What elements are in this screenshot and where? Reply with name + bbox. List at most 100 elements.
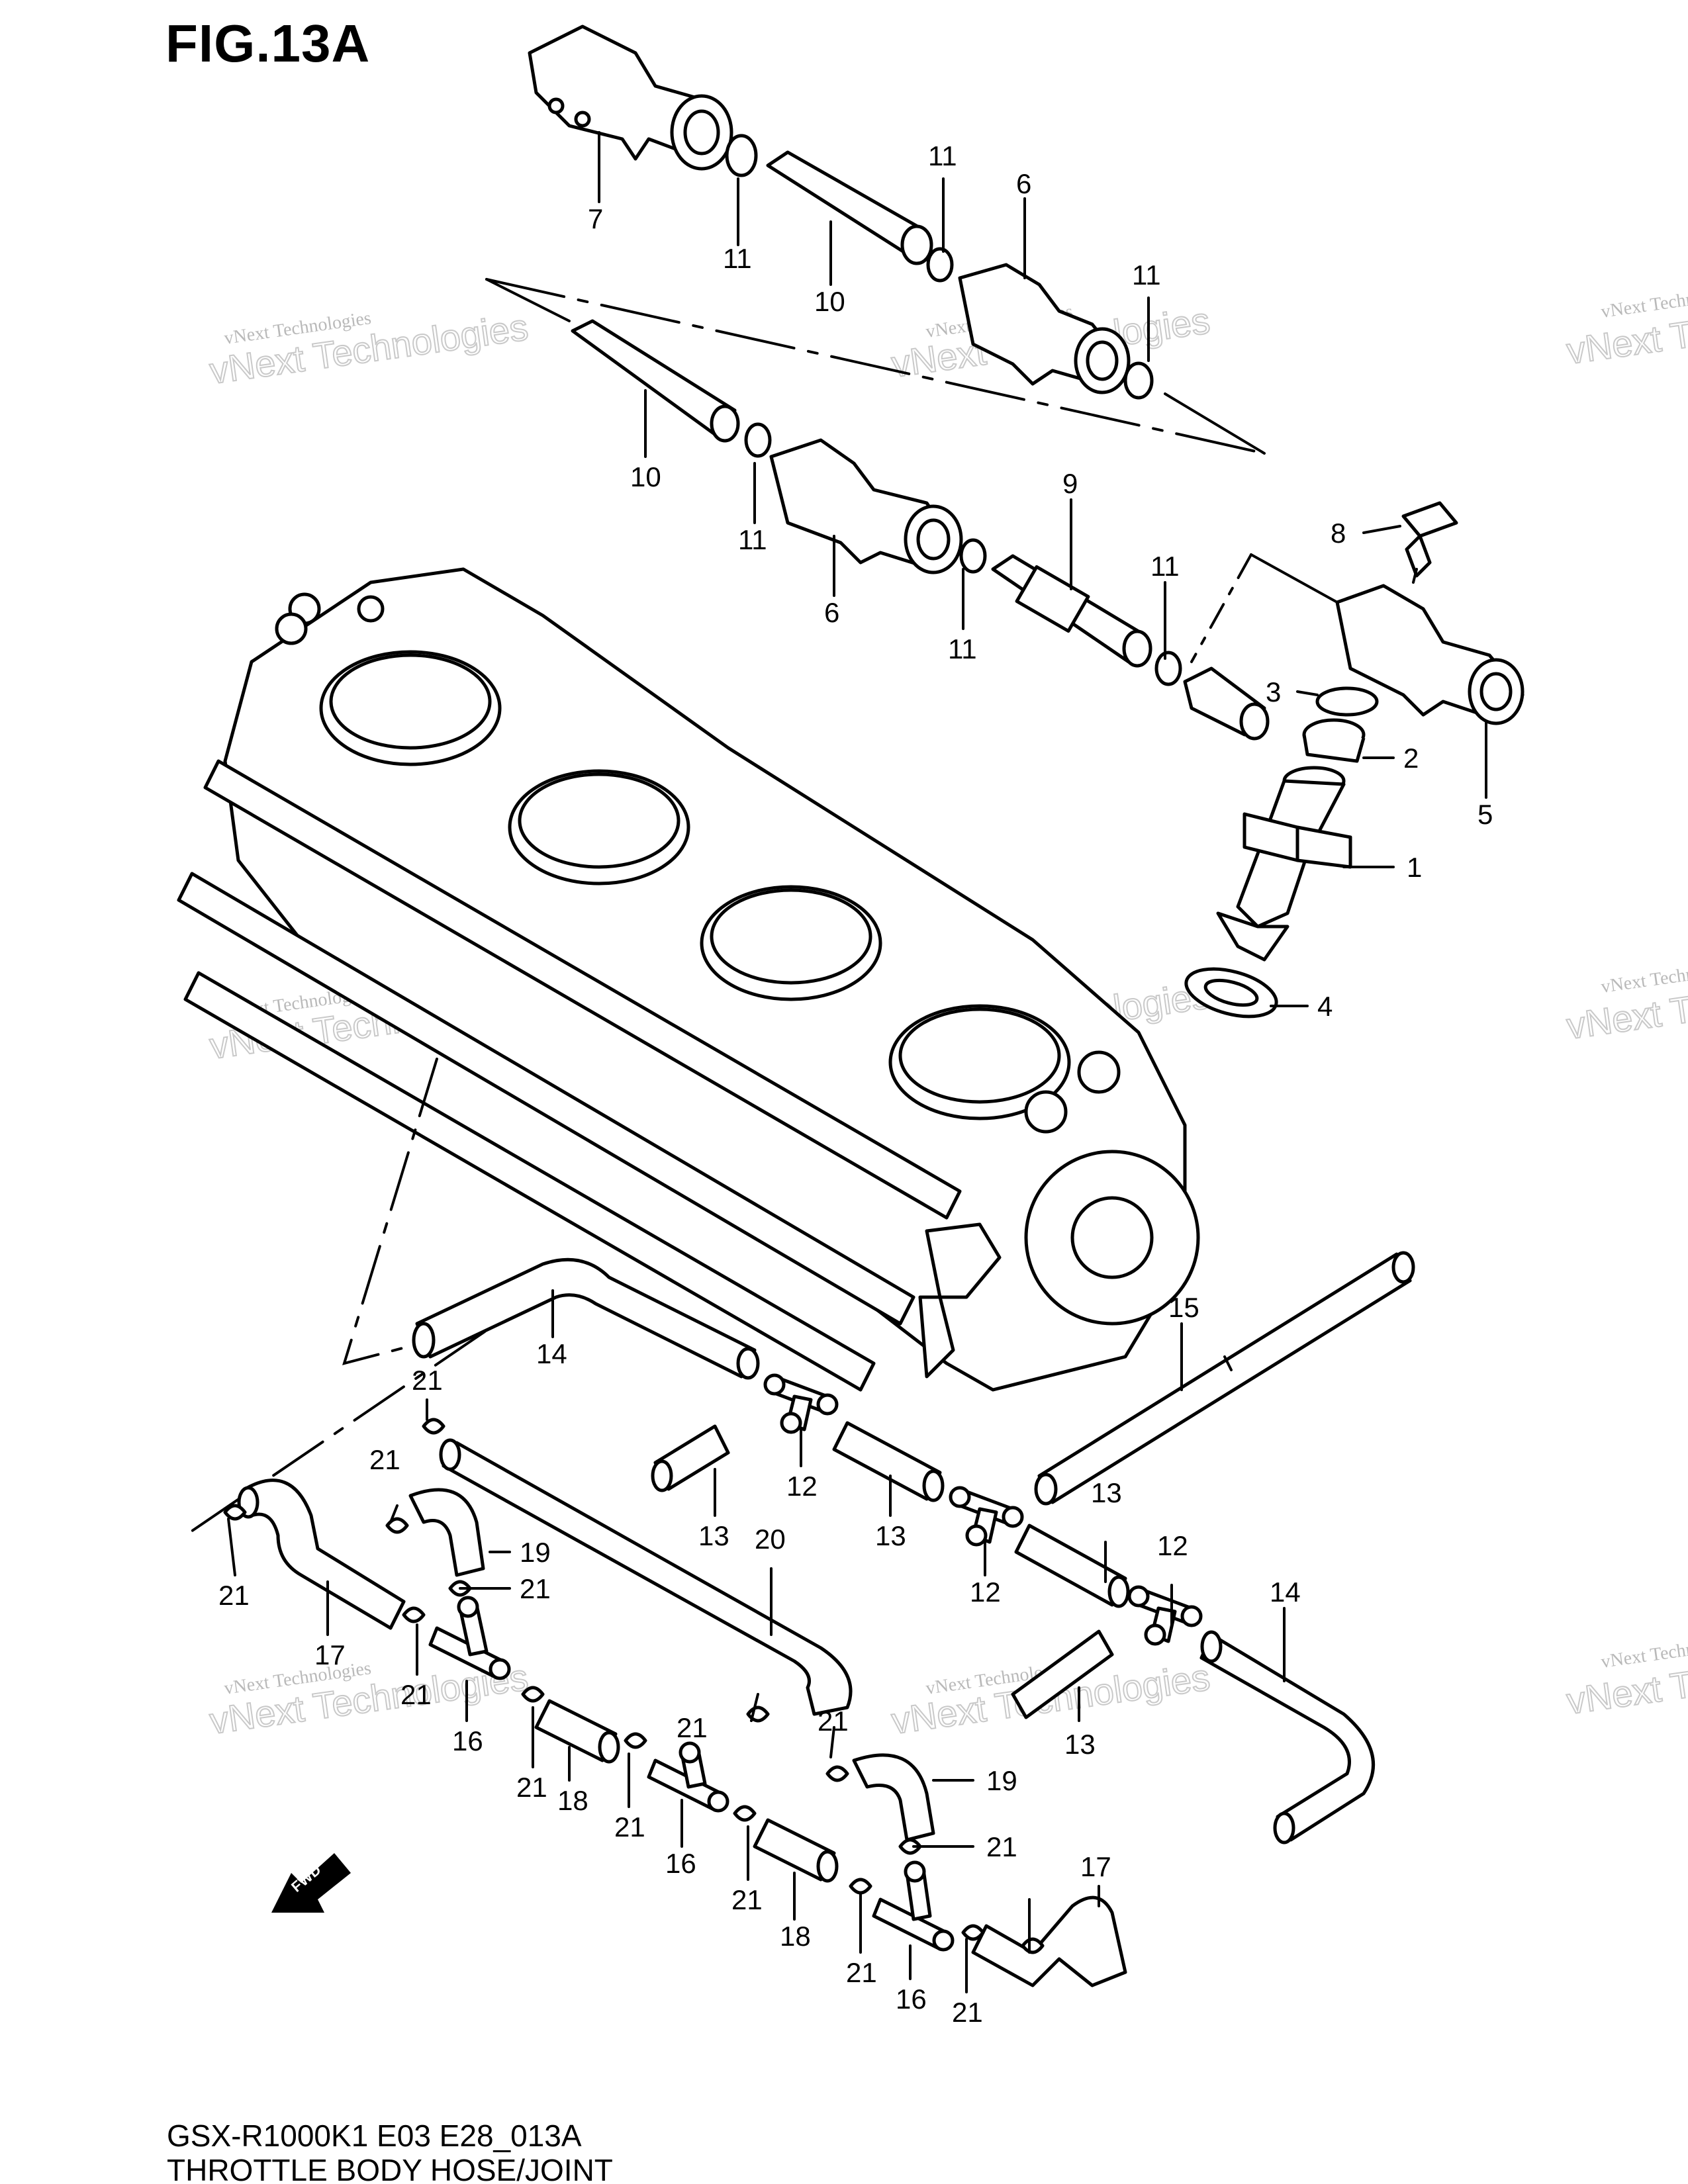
o-ring-11: [959, 538, 987, 574]
fuel-pipe-10: [571, 319, 740, 443]
callout-label: 18: [780, 1921, 811, 1952]
callout-labels: 7 11 10 11 6 11 10 11 6 11 9 11 8 3 2 5 …: [218, 140, 1493, 2028]
guide-line: [1164, 392, 1266, 455]
vacuum-hose-19: [852, 1753, 935, 1842]
hose-joint-16: [428, 1596, 511, 1680]
fuel-pipe-9: [991, 554, 1152, 668]
callout-label: 4: [1317, 991, 1333, 1022]
o-ring-11: [1123, 361, 1154, 400]
guide-line: [1250, 553, 1338, 604]
callout-label: 12: [1157, 1530, 1188, 1561]
cushion-2: [1302, 718, 1366, 763]
callout-label: 6: [824, 597, 839, 628]
vacuum-hose-15: [1034, 1251, 1415, 1506]
callout-label: 12: [970, 1576, 1001, 1608]
callout-label: 10: [814, 286, 845, 317]
callout-label: 10: [630, 461, 661, 492]
callout-label: 21: [369, 1444, 400, 1475]
vacuum-hose-19: [408, 1488, 485, 1577]
callout-label: 21: [952, 1997, 983, 2028]
fuel-pipe-end: [1183, 666, 1270, 741]
bolt-8: [1401, 501, 1458, 584]
callout-label: 5: [1477, 799, 1493, 830]
vacuum-hose-20: [439, 1438, 853, 1716]
fuel-delivery-pipe-7: [528, 24, 733, 171]
seal-4: [1184, 967, 1278, 1019]
callout-label: 17: [1080, 1851, 1111, 1882]
callout-label: 21: [677, 1712, 708, 1743]
fuel-pipe-10: [766, 150, 933, 265]
callout-label: 11: [738, 524, 767, 555]
hose-joint-12: [763, 1373, 839, 1434]
callout-label: 16: [452, 1725, 483, 1756]
callout-label: 21: [731, 1884, 763, 1915]
callout-label: 21: [614, 1811, 645, 1843]
callout-label: 11: [1132, 259, 1161, 291]
figure-title: FIG.13A: [165, 14, 371, 73]
callout-label: 21: [846, 1957, 877, 1988]
callout-label: 11: [948, 633, 977, 664]
guide-line: [485, 278, 571, 322]
callout-label: 11: [928, 140, 957, 171]
hose-joint-16: [647, 1741, 729, 1813]
vacuum-hose-13: [1011, 1629, 1114, 1719]
callout-label: 13: [875, 1520, 906, 1551]
callout-label: 6: [1016, 168, 1031, 199]
callout-label: 2: [1403, 743, 1419, 774]
guide-line: [485, 278, 1266, 455]
callout-label: 21: [520, 1573, 551, 1604]
o-ring-3: [1315, 686, 1379, 717]
forward-direction-icon: FWD: [271, 1853, 351, 1913]
callout-label: 13: [698, 1520, 729, 1551]
vacuum-hose-13: [832, 1421, 945, 1502]
callout-label: 21: [412, 1365, 443, 1396]
callout-label: 21: [400, 1679, 432, 1710]
vacuum-hose-18: [534, 1699, 620, 1764]
callout-label: 1: [1407, 852, 1422, 883]
figure-name: THROTTLE BODY HOSE/JOINT: [167, 2153, 613, 2184]
figure-code: GSX-R1000K1 E03 E28_013A: [167, 2118, 582, 2153]
callout-label: 14: [1270, 1576, 1301, 1608]
vacuum-hose-14: [412, 1257, 760, 1380]
callout-label: 13: [1091, 1477, 1122, 1508]
callout-label: 16: [665, 1848, 696, 1879]
callout-label: 18: [557, 1785, 588, 1816]
callout-label: 9: [1062, 468, 1078, 499]
hose-joint-16: [872, 1860, 955, 1952]
guide-line: [1190, 553, 1252, 663]
o-ring-11: [926, 247, 954, 283]
hose-joint-12: [1127, 1585, 1203, 1646]
vacuum-hose-17: [971, 1895, 1127, 1987]
vacuum-hose-18: [753, 1818, 839, 1883]
callout-label: 16: [896, 1983, 927, 2015]
o-ring-11: [744, 422, 772, 458]
fuel-injector-1: [1216, 766, 1352, 962]
callout-label: 14: [536, 1338, 567, 1369]
callout-label: 7: [588, 203, 603, 234]
callout-label: 20: [755, 1524, 786, 1555]
vacuum-hose-17: [237, 1479, 406, 1630]
fuel-delivery-pipe-5: [1335, 584, 1524, 725]
vacuum-hose-13: [1014, 1524, 1130, 1608]
callout-label: 19: [986, 1765, 1017, 1796]
callout-label: 21: [986, 1831, 1017, 1862]
fuel-delivery-pipe-6: [958, 263, 1131, 394]
callout-label: 8: [1331, 518, 1346, 549]
callout-label: 11: [723, 243, 752, 274]
callout-label: 3: [1266, 676, 1281, 707]
leader-lines: [227, 131, 1487, 1993]
fuel-delivery-pipe-6: [769, 438, 963, 574]
vacuum-hose-14: [1199, 1630, 1375, 1844]
vacuum-hose-13: [651, 1424, 730, 1492]
callout-label: 11: [1150, 551, 1180, 582]
callout-label: 19: [520, 1537, 551, 1568]
callout-label: 12: [786, 1471, 818, 1502]
throttle-body-assembly: [177, 567, 1200, 1392]
hose-joint-12: [949, 1486, 1024, 1547]
callout-label: 13: [1064, 1729, 1096, 1760]
callout-label: 21: [516, 1772, 547, 1803]
callout-label: 21: [818, 1706, 849, 1737]
callout-label: 17: [314, 1639, 346, 1670]
